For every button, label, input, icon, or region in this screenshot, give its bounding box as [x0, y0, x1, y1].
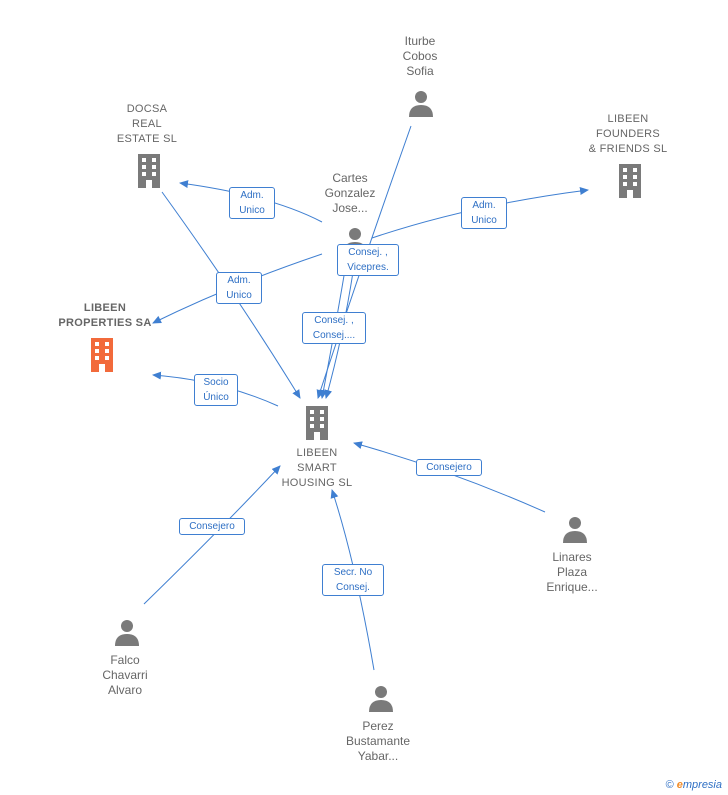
node-cartes-gonzalez-jose[interactable]: Cartes Gonzalez Jose...	[324, 171, 376, 215]
building-icon	[619, 164, 641, 198]
node-iturbe-cobos-sofia[interactable]: Iturbe Cobos Sofia	[402, 34, 438, 78]
edge-label-secr-no-consej[interactable]: Secr. No Consej.	[322, 564, 384, 596]
node-libeen-smart-housing[interactable]: LIBEEN SMART HOUSING SL	[281, 447, 353, 489]
empresia-brand: mpresia	[682, 779, 722, 791]
edge-label-socio-unico[interactable]: Socio Único	[194, 374, 238, 406]
empresia-logo-initial: e	[676, 779, 683, 791]
focus-building-icon	[91, 338, 113, 372]
edge-label-adm-unico[interactable]: Adm. Unico	[461, 197, 507, 229]
node-libeen-properties[interactable]: LIBEEN PROPERTIES SA	[58, 302, 152, 329]
edge-label-consejero[interactable]: Consejero	[416, 459, 482, 476]
copyright-icon: ©	[665, 779, 674, 791]
edge-label-consej-consej[interactable]: Consej. , Consej....	[302, 312, 366, 344]
person-icon	[115, 620, 139, 646]
person-icon	[369, 686, 393, 712]
node-perez-bustamante-yabar[interactable]: Perez Bustamante Yabar...	[345, 719, 411, 763]
building-icon	[306, 406, 328, 440]
edge-label-adm-unico[interactable]: Adm. Unico	[229, 187, 275, 219]
node-falco-chavarri-alvaro[interactable]: Falco Chavarri Alvaro	[102, 653, 148, 697]
edge-linares-smart	[353, 441, 546, 513]
person-icon	[409, 91, 433, 117]
edge-falco-smart	[143, 465, 281, 605]
edge-label-consejero[interactable]: Consejero	[179, 518, 245, 535]
node-docsa-real-estate[interactable]: DOCSA REAL ESTATE SL	[116, 103, 178, 145]
copyright-notice: © empresia	[666, 779, 722, 791]
edge-label-adm-unico[interactable]: Adm. Unico	[216, 272, 262, 304]
building-icon	[138, 154, 160, 188]
node-libeen-founders[interactable]: LIBEEN FOUNDERS & FRIENDS SL	[588, 113, 668, 155]
node-linares-plaza-enrique[interactable]: Linares Plaza Enrique...	[546, 550, 598, 594]
edge-label-consej-vicepres[interactable]: Consej. , Vicepres.	[337, 244, 399, 276]
person-icon	[563, 517, 587, 543]
